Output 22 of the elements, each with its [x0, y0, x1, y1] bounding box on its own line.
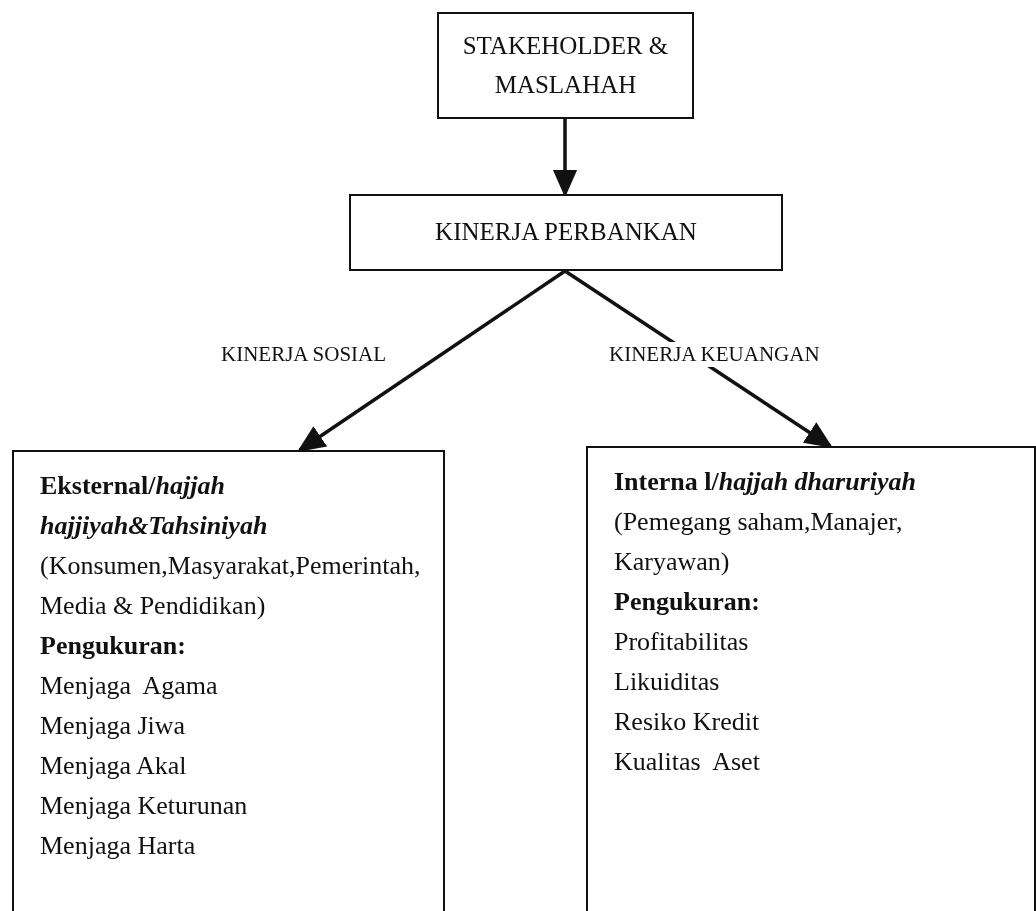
- heading-text: Pengukuran:: [614, 586, 761, 618]
- body-text: Menjaga Jiwa: [40, 710, 187, 742]
- edge-label: KINERJA KEUANGAN: [606, 342, 823, 367]
- arrow: [297, 269, 566, 452]
- body-text: Menjaga Harta: [40, 830, 197, 862]
- body-text: Kualitas Aset: [614, 746, 761, 778]
- body-text: Resiko Kredit: [614, 706, 761, 738]
- arrow: [564, 269, 833, 448]
- body-text: Menjaga Agama: [40, 670, 219, 702]
- process-box: STAKEHOLDER & MASLAHAH: [437, 12, 694, 119]
- body-text: (Konsumen,Masyarakat,Pemerintah, Media & Pendidikan): [40, 550, 422, 622]
- process-box: KINERJA PERBANKAN: [349, 194, 783, 271]
- heading-text: Eksternal/hajjah hajjiyah&Tahsiniyah: [40, 470, 269, 542]
- body-text: Menjaga Keturunan: [40, 790, 249, 822]
- heading-text: Interna l/hajjah dharuriyah: [614, 466, 917, 498]
- category-box: [586, 446, 1036, 911]
- body-text: (Pemegang saham,Manajer, Karyawan): [614, 506, 904, 578]
- body-text: Profitabilitas: [614, 626, 750, 658]
- heading-text: Pengukuran:: [40, 630, 187, 662]
- category-box: [12, 450, 445, 911]
- body-text: Menjaga Akal: [40, 750, 188, 782]
- body-text: Likuiditas: [614, 666, 721, 698]
